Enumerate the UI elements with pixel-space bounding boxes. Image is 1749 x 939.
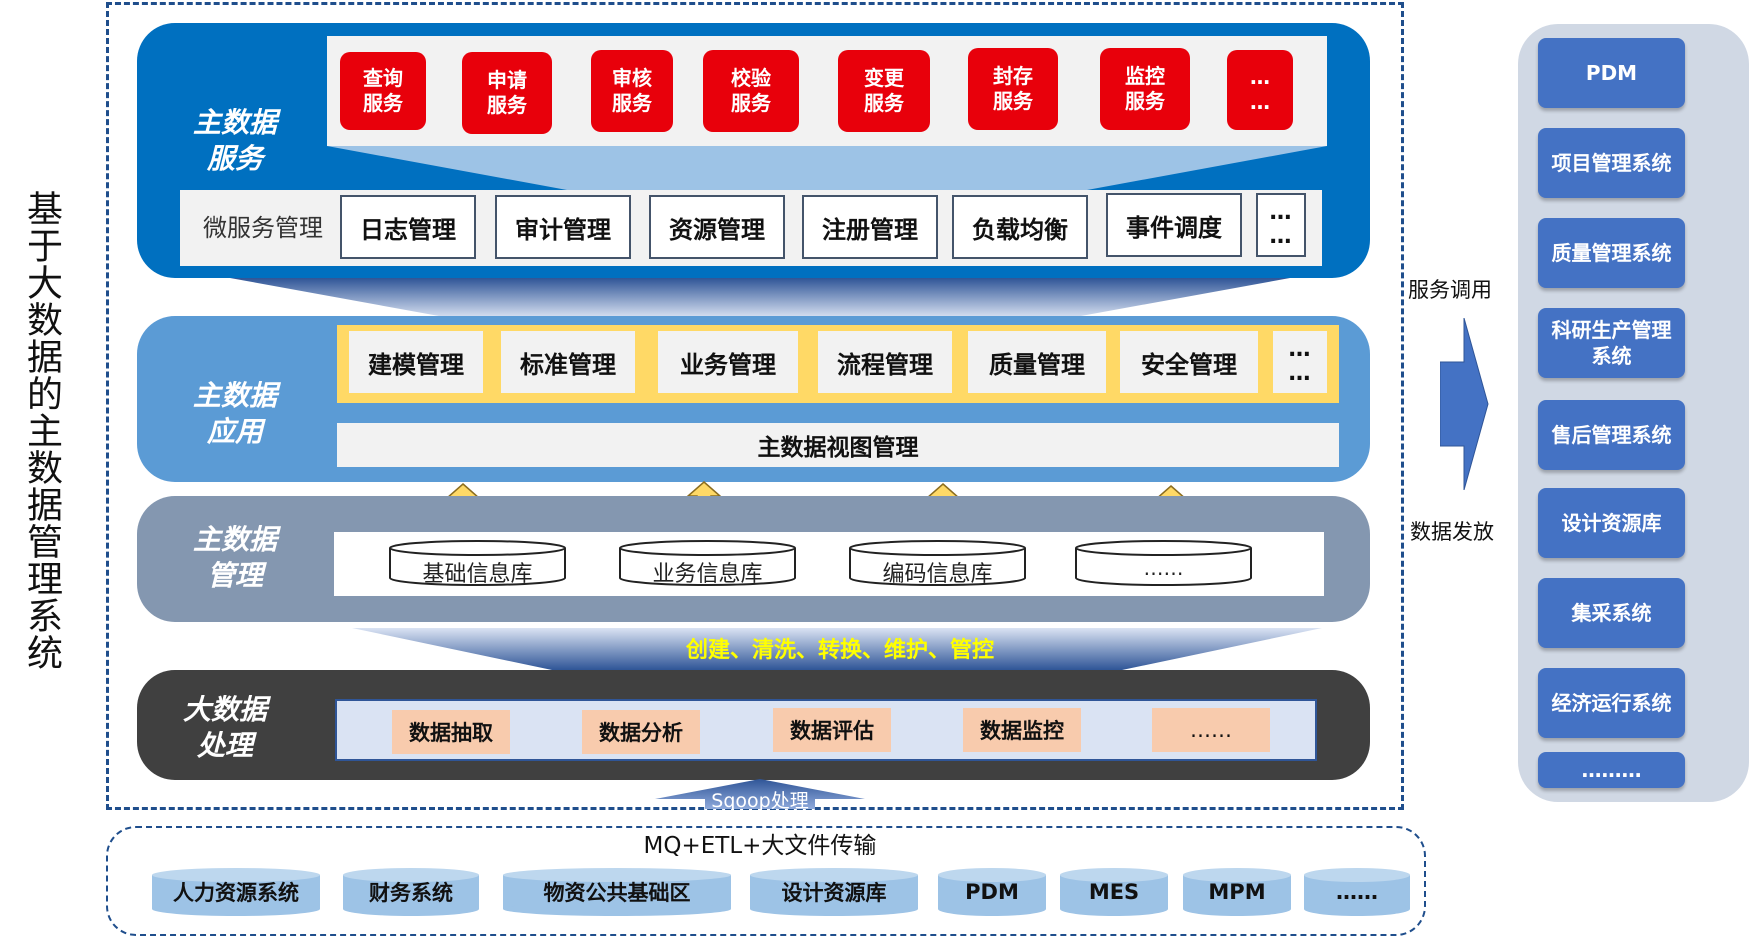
target-economic-ops-button[interactable]: 经济运行系统	[1538, 668, 1685, 738]
source-materials-system[interactable]: 物资公共基础区	[503, 868, 731, 916]
source-label: PDM	[965, 880, 1019, 904]
sqoop-up-arrow	[655, 779, 865, 809]
more-mgmt-button[interactable]: … …	[1256, 193, 1306, 257]
database-icon	[343, 868, 479, 916]
target-design-library-button[interactable]: 设计资源库	[1538, 488, 1685, 558]
database-icon	[1304, 868, 1410, 916]
mgmt-to-processing-funnel	[352, 628, 1322, 670]
review-service-button[interactable]: 审核 服务	[591, 50, 673, 132]
database-icon	[152, 868, 320, 916]
db-label: 编码信息库	[882, 562, 993, 587]
audit-mgmt-button[interactable]: 审计管理	[495, 195, 631, 259]
quality-mgmt-button[interactable]: 质量管理	[968, 331, 1106, 393]
event-scheduling-button[interactable]: 事件调度	[1106, 193, 1242, 257]
target-project-mgmt-button[interactable]: 项目管理系统	[1538, 128, 1685, 198]
more-app-button[interactable]: … …	[1273, 331, 1327, 393]
microservice-label: 微服务管理	[203, 214, 323, 242]
database-icon	[938, 868, 1046, 916]
source-label: 设计资源库	[781, 881, 887, 905]
archive-service-button[interactable]: 封存 服务	[968, 48, 1058, 130]
target-procurement-button[interactable]: 集采系统	[1538, 578, 1685, 648]
view-mgmt-bar[interactable]: 主数据视图管理	[337, 423, 1339, 467]
source-pdm[interactable]: PDM	[938, 868, 1046, 916]
database-icon	[503, 868, 731, 916]
database-icon	[849, 540, 1026, 586]
processing-caption: 创建、清洗、转换、维护、管控	[685, 638, 994, 663]
service-layer-label: 主数据 服务	[192, 106, 277, 175]
business-info-db[interactable]: 业务信息库	[619, 540, 796, 587]
data-monitor-button[interactable]: 数据监控	[963, 708, 1081, 752]
database-icon	[619, 540, 796, 586]
management-layer-label: 主数据 管理	[192, 523, 277, 592]
target-research-production-button[interactable]: 科研生产管理 系统	[1538, 308, 1685, 378]
monitor-service-button[interactable]: 监控 服务	[1100, 48, 1190, 130]
service-to-app-funnel	[230, 278, 1290, 318]
source-label: MES	[1088, 880, 1140, 904]
source-hr-system[interactable]: 人力资源系统	[152, 868, 320, 916]
more-db[interactable]: ……	[1075, 540, 1252, 586]
target-quality-mgmt-button[interactable]: 质量管理系统	[1538, 218, 1685, 288]
data-analysis-button[interactable]: 数据分析	[582, 710, 700, 754]
source-systems-frame	[106, 826, 1426, 936]
data-extract-button[interactable]: 数据抽取	[392, 710, 510, 754]
query-service-button[interactable]: 查询 服务	[340, 52, 426, 130]
source-label: 人力资源系统	[173, 881, 299, 905]
basic-info-db[interactable]: 基础信息库	[389, 540, 566, 587]
business-mgmt-button[interactable]: 业务管理	[658, 331, 798, 393]
right-arrow-icon	[1440, 318, 1489, 490]
db-label: 业务信息库	[652, 562, 763, 587]
database-icon	[1060, 868, 1168, 916]
database-icon	[1183, 868, 1291, 916]
sqoop-label: Sqoop处理	[711, 790, 809, 812]
data-evaluate-button[interactable]: 数据评估	[773, 708, 891, 752]
database-icon	[1075, 540, 1252, 586]
service-funnel	[327, 146, 1327, 190]
registry-mgmt-button[interactable]: 注册管理	[802, 195, 938, 259]
page-title: 基于大数据的主数据管理系统	[21, 190, 62, 671]
change-service-button[interactable]: 变更 服务	[838, 50, 930, 132]
source-label: 财务系统	[369, 881, 453, 905]
service-call-label: 服务调用	[1408, 278, 1492, 302]
more-service-button[interactable]: … …	[1227, 50, 1293, 130]
database-icon	[750, 868, 918, 916]
db-label: 基础信息库	[422, 562, 533, 587]
resource-mgmt-button[interactable]: 资源管理	[649, 195, 785, 259]
application-layer-label: 主数据 应用	[192, 379, 277, 448]
transfer-label: MQ+ETL+大文件传输	[643, 833, 877, 859]
modeling-mgmt-button[interactable]: 建模管理	[349, 331, 483, 393]
source-mpm[interactable]: MPM	[1183, 868, 1291, 916]
standard-mgmt-button[interactable]: 标准管理	[501, 331, 635, 393]
code-info-db[interactable]: 编码信息库	[849, 540, 1026, 587]
processing-layer-label: 大数据 处理	[182, 693, 267, 762]
database-icon	[389, 540, 566, 586]
source-mes[interactable]: MES	[1060, 868, 1168, 916]
source-design-library[interactable]: 设计资源库	[750, 868, 918, 916]
process-mgmt-button[interactable]: 流程管理	[818, 331, 952, 393]
log-mgmt-button[interactable]: 日志管理	[340, 195, 476, 259]
db-label: ……	[1143, 556, 1184, 580]
apply-service-button[interactable]: 申请 服务	[462, 52, 552, 134]
target-after-sales-button[interactable]: 售后管理系统	[1538, 400, 1685, 470]
source-label: 物资公共基础区	[543, 881, 691, 905]
source-finance-system[interactable]: 财务系统	[343, 868, 479, 916]
source-label: MPM	[1208, 880, 1266, 904]
load-balance-button[interactable]: 负载均衡	[952, 195, 1088, 259]
source-label: ……	[1336, 880, 1378, 904]
source-more[interactable]: ……	[1304, 868, 1410, 916]
verify-service-button[interactable]: 校验 服务	[703, 50, 799, 132]
security-mgmt-button[interactable]: 安全管理	[1120, 331, 1258, 393]
data-publish-label: 数据发放	[1410, 520, 1494, 544]
target-more-button[interactable]: ………	[1538, 752, 1685, 788]
more-processing-button[interactable]: ……	[1152, 708, 1270, 752]
target-pdm-button[interactable]: PDM	[1538, 38, 1685, 108]
